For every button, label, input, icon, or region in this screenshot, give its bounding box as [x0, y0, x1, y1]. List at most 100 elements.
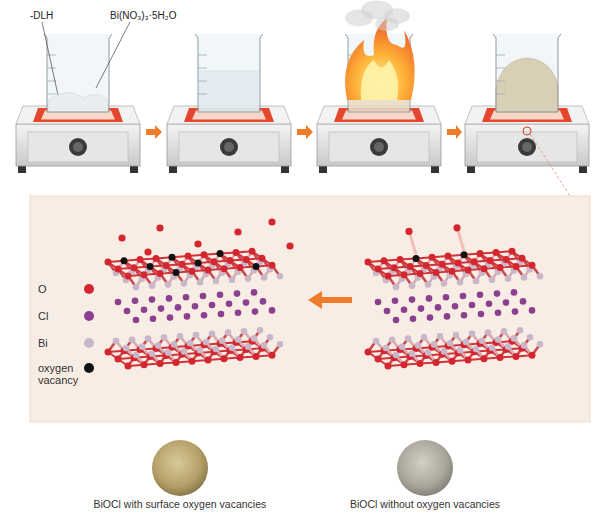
cl-atom	[166, 295, 173, 302]
knob	[370, 138, 388, 156]
o-atom	[519, 255, 526, 262]
cl-atom	[418, 305, 425, 312]
graduation	[47, 94, 56, 95]
cl-atom	[175, 304, 182, 311]
panel-band	[30, 196, 590, 422]
bi-atom	[473, 346, 480, 353]
legend-text: O	[38, 283, 84, 295]
bi-atom	[457, 279, 464, 286]
o-atom	[141, 271, 148, 278]
o-atom	[259, 255, 266, 262]
cl-atom	[133, 317, 140, 324]
cl-layer	[115, 289, 276, 323]
cl-atom	[461, 312, 468, 319]
transform-arrow	[308, 291, 352, 309]
bi-atom	[133, 352, 140, 359]
escape-trail	[410, 234, 416, 254]
process-arrow	[297, 125, 313, 139]
cl-atom	[392, 298, 399, 305]
bi-atom	[181, 348, 188, 355]
bi-atom	[257, 327, 264, 334]
legend-swatch	[84, 284, 94, 294]
cl-atom	[235, 310, 242, 317]
bi-atom	[129, 337, 136, 344]
bi-atom	[537, 273, 544, 280]
sample-caption: BiOCl with surface oxygen vacancies	[94, 498, 267, 510]
o-atom	[157, 270, 164, 277]
bioCl-layer	[365, 327, 544, 370]
released-o-atom	[453, 224, 460, 231]
o-atom	[401, 361, 408, 368]
knob	[73, 142, 83, 152]
o-atom	[115, 266, 122, 273]
o-atom	[471, 258, 478, 265]
bi-atom	[521, 342, 528, 349]
bi-atom	[495, 336, 502, 343]
o-atom	[417, 270, 424, 277]
o-atom	[243, 256, 250, 263]
o-atom	[423, 262, 430, 269]
reagent-label: -DLH	[30, 10, 53, 21]
hotplate	[317, 106, 441, 173]
cl-atom	[384, 308, 391, 315]
bi-atom	[441, 348, 448, 355]
o-atom	[189, 358, 196, 365]
hotplate-body	[16, 124, 140, 166]
o-atom	[253, 353, 260, 360]
cl-atom	[427, 314, 434, 321]
o-atom	[513, 263, 520, 270]
o-atom	[439, 261, 446, 268]
oxygen-vacancy	[253, 263, 260, 270]
o-atom	[125, 363, 132, 370]
bi-atom	[409, 351, 416, 358]
bi-atom	[267, 334, 274, 341]
reagent-label: Bi(NO₃)₃·5H₂O	[110, 10, 176, 21]
o-atom	[201, 251, 208, 258]
hotplate-body	[167, 124, 291, 166]
oxygen-vacancy	[217, 250, 224, 257]
o-atom	[237, 264, 244, 271]
o-atom	[211, 258, 218, 265]
o-atom	[465, 267, 472, 274]
bi-atom	[517, 327, 524, 334]
cl-atom	[243, 299, 250, 306]
flame-core	[361, 60, 398, 100]
bi-atom	[181, 280, 188, 287]
front-panel	[329, 132, 429, 162]
o-atom	[137, 256, 144, 263]
cl-atom	[426, 295, 433, 302]
o-atom	[391, 264, 398, 271]
cl-atom	[183, 294, 190, 301]
bi-atom	[241, 328, 248, 335]
cl-atom	[444, 313, 451, 320]
bi-atom	[441, 280, 448, 287]
o-atom	[227, 257, 234, 264]
o-atom	[221, 355, 228, 362]
o-atom	[481, 265, 488, 272]
legend-swatch	[84, 338, 94, 348]
cl-atom	[115, 299, 122, 306]
bi-atom	[511, 335, 518, 342]
o-atom	[487, 257, 494, 264]
cl-atom	[478, 311, 485, 318]
bi-atom	[489, 345, 496, 352]
process-arrow	[447, 125, 462, 139]
oxygen-vacancy	[461, 251, 468, 258]
cl-atom	[410, 316, 417, 323]
leader-line	[42, 22, 58, 95]
knob	[522, 142, 532, 152]
bi-atom	[489, 277, 496, 284]
cl-atom	[452, 303, 459, 310]
bi-atom	[527, 334, 534, 341]
bi-atom	[409, 283, 416, 290]
beaker	[44, 34, 112, 112]
graduation	[496, 94, 505, 95]
oxygen-vacancy	[413, 255, 420, 262]
o-atom	[163, 262, 170, 269]
cl-atom	[184, 313, 191, 320]
bi-atom	[393, 284, 400, 291]
cl-atom	[252, 308, 259, 315]
released-o-atom	[234, 228, 241, 235]
bi-atom	[187, 340, 194, 347]
